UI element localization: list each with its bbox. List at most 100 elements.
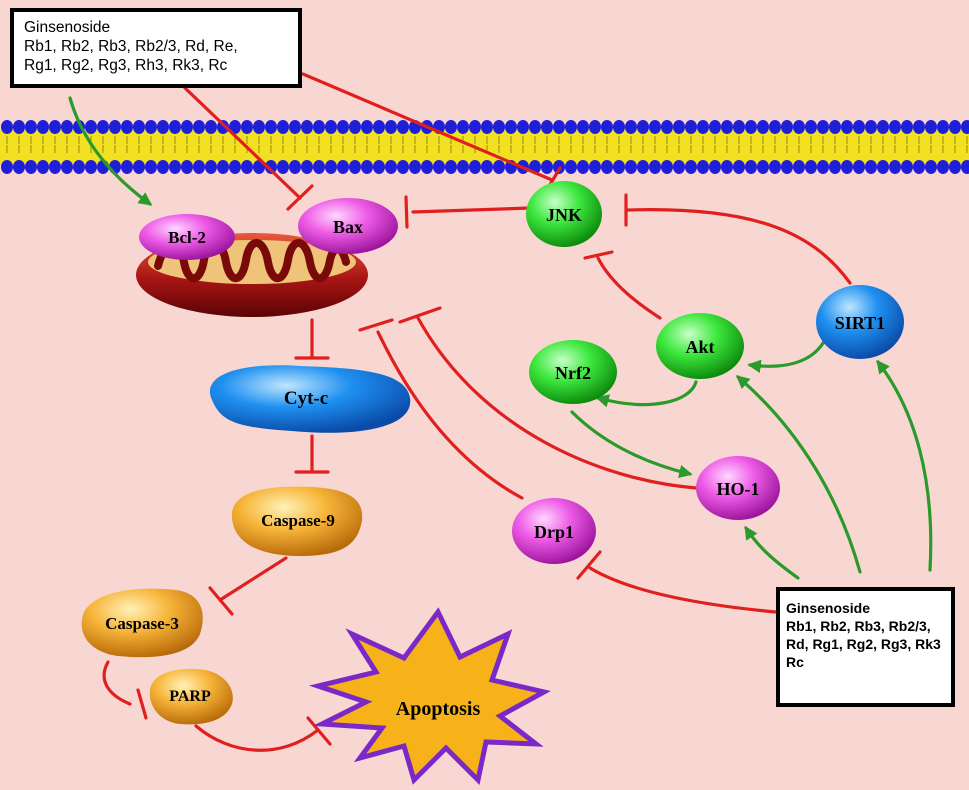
lipid-head (385, 160, 397, 174)
lipid-head (781, 160, 793, 174)
lipid-head (745, 120, 757, 134)
lipid-head (601, 160, 613, 174)
lipid-head (745, 160, 757, 174)
lipid-head (553, 120, 565, 134)
lipid-head (469, 160, 481, 174)
lipid-head (793, 120, 805, 134)
lipid-head (289, 160, 301, 174)
activation-arrow-ginsenoside-akt (735, 375, 862, 574)
node-jnk: JNK (526, 181, 602, 247)
lipid-head (313, 120, 325, 134)
lipid-head (73, 160, 85, 174)
inhibit-line-ginsenoside-bax (183, 86, 302, 200)
lipid-head (757, 120, 769, 134)
ginsenoside-box-bottom: Ginsenoside Rb1, Rb2, Rb3, Rb2/3, Rd, Rg… (776, 587, 955, 707)
lipid-head (133, 160, 145, 174)
lipid-head (409, 160, 421, 174)
lipid-head (145, 120, 157, 134)
lipid-head (481, 160, 493, 174)
lipid-head (889, 160, 901, 174)
inhibit-line-casp9-casp3 (218, 556, 288, 602)
lipid-head (697, 160, 709, 174)
lipid-head (217, 160, 229, 174)
node-label-apoptosis: Apoptosis (396, 698, 481, 720)
lipid-head (853, 160, 865, 174)
lipid-head (685, 120, 697, 134)
lipid-head (961, 120, 969, 134)
inhibit-bar-drp1 (576, 550, 602, 580)
lipid-head (169, 120, 181, 134)
lipid-head (469, 120, 481, 134)
lipid-head (529, 120, 541, 134)
node-cytc: Cyt-c (209, 365, 411, 433)
lipid-head (181, 160, 193, 174)
lipid-head (205, 160, 217, 174)
lipid-head (25, 120, 37, 134)
lipid-head (145, 160, 157, 174)
lipid-head (565, 160, 577, 174)
lipid-head (769, 120, 781, 134)
lipid-head (133, 120, 145, 134)
inhibit-bar-jnk-bax (404, 195, 409, 229)
lipid-head (541, 120, 553, 134)
interaction-edges (68, 72, 933, 752)
lipid-head (385, 120, 397, 134)
lipid-head (901, 120, 913, 134)
lipid-head (373, 160, 385, 174)
lipid-head (613, 160, 625, 174)
lipid-head (865, 120, 877, 134)
lipid-head (493, 120, 505, 134)
inhibit-line-jnk-bax (411, 206, 532, 214)
node-label-caspase3: Caspase-3 (105, 614, 179, 633)
lipid-head (445, 160, 457, 174)
lipid-head (841, 120, 853, 134)
lipid-head (493, 160, 505, 174)
lipid-head (169, 160, 181, 174)
inhibit-line-drp1-mito (376, 330, 524, 500)
lipid-head (289, 120, 301, 134)
lipid-head (517, 120, 529, 134)
lipid-head (949, 160, 961, 174)
node-label-bax: Bax (333, 217, 363, 237)
lipid-head (85, 160, 97, 174)
inhibit-line-ho1-mito (416, 316, 698, 490)
lipid-head (505, 120, 517, 134)
lipid-head (193, 160, 205, 174)
lipid-head (85, 120, 97, 134)
lipid-head (109, 120, 121, 134)
lipid-head (337, 160, 349, 174)
activation-arrow-nrf2-ho1 (570, 410, 693, 479)
lipid-head (541, 160, 553, 174)
lipid-head (649, 160, 661, 174)
cell-membrane (0, 120, 969, 174)
lipid-head (961, 160, 969, 174)
inhibit-line-akt-jnk (596, 256, 662, 320)
lipid-head (829, 160, 841, 174)
inhibit-line-casp3-parp (102, 660, 132, 706)
lipid-head (421, 160, 433, 174)
node-label-akt: Akt (685, 337, 714, 357)
lipid-head (673, 120, 685, 134)
ginsenoside-bottom-line1: Rb1, Rb2, Rb3, Rb2/3, (786, 618, 931, 634)
lipid-head (925, 160, 937, 174)
lipid-head (865, 160, 877, 174)
lipid-head (757, 160, 769, 174)
lipid-head (925, 120, 937, 134)
lipid-head (25, 160, 37, 174)
node-label-cytc: Cyt-c (284, 388, 328, 409)
inhibit-bar-parp (136, 688, 148, 720)
ginsenoside-bottom-line2: Rd, Rg1, Rg2, Rg3, Rk3 (786, 636, 941, 652)
lipid-head (313, 160, 325, 174)
lipid-head (253, 120, 265, 134)
lipid-head (733, 160, 745, 174)
lipid-head (697, 120, 709, 134)
activation-arrow-sirt1-akt (747, 336, 828, 373)
lipid-head (97, 120, 109, 134)
ginsenoside-box-top: Ginsenoside Rb1, Rb2, Rb3, Rb2/3, Rd, Re… (10, 8, 302, 88)
node-label-jnk: JNK (546, 205, 582, 225)
lipid-head (721, 160, 733, 174)
lipid-head (829, 120, 841, 134)
lipid-head (577, 120, 589, 134)
node-label-nrf2: Nrf2 (555, 363, 591, 383)
